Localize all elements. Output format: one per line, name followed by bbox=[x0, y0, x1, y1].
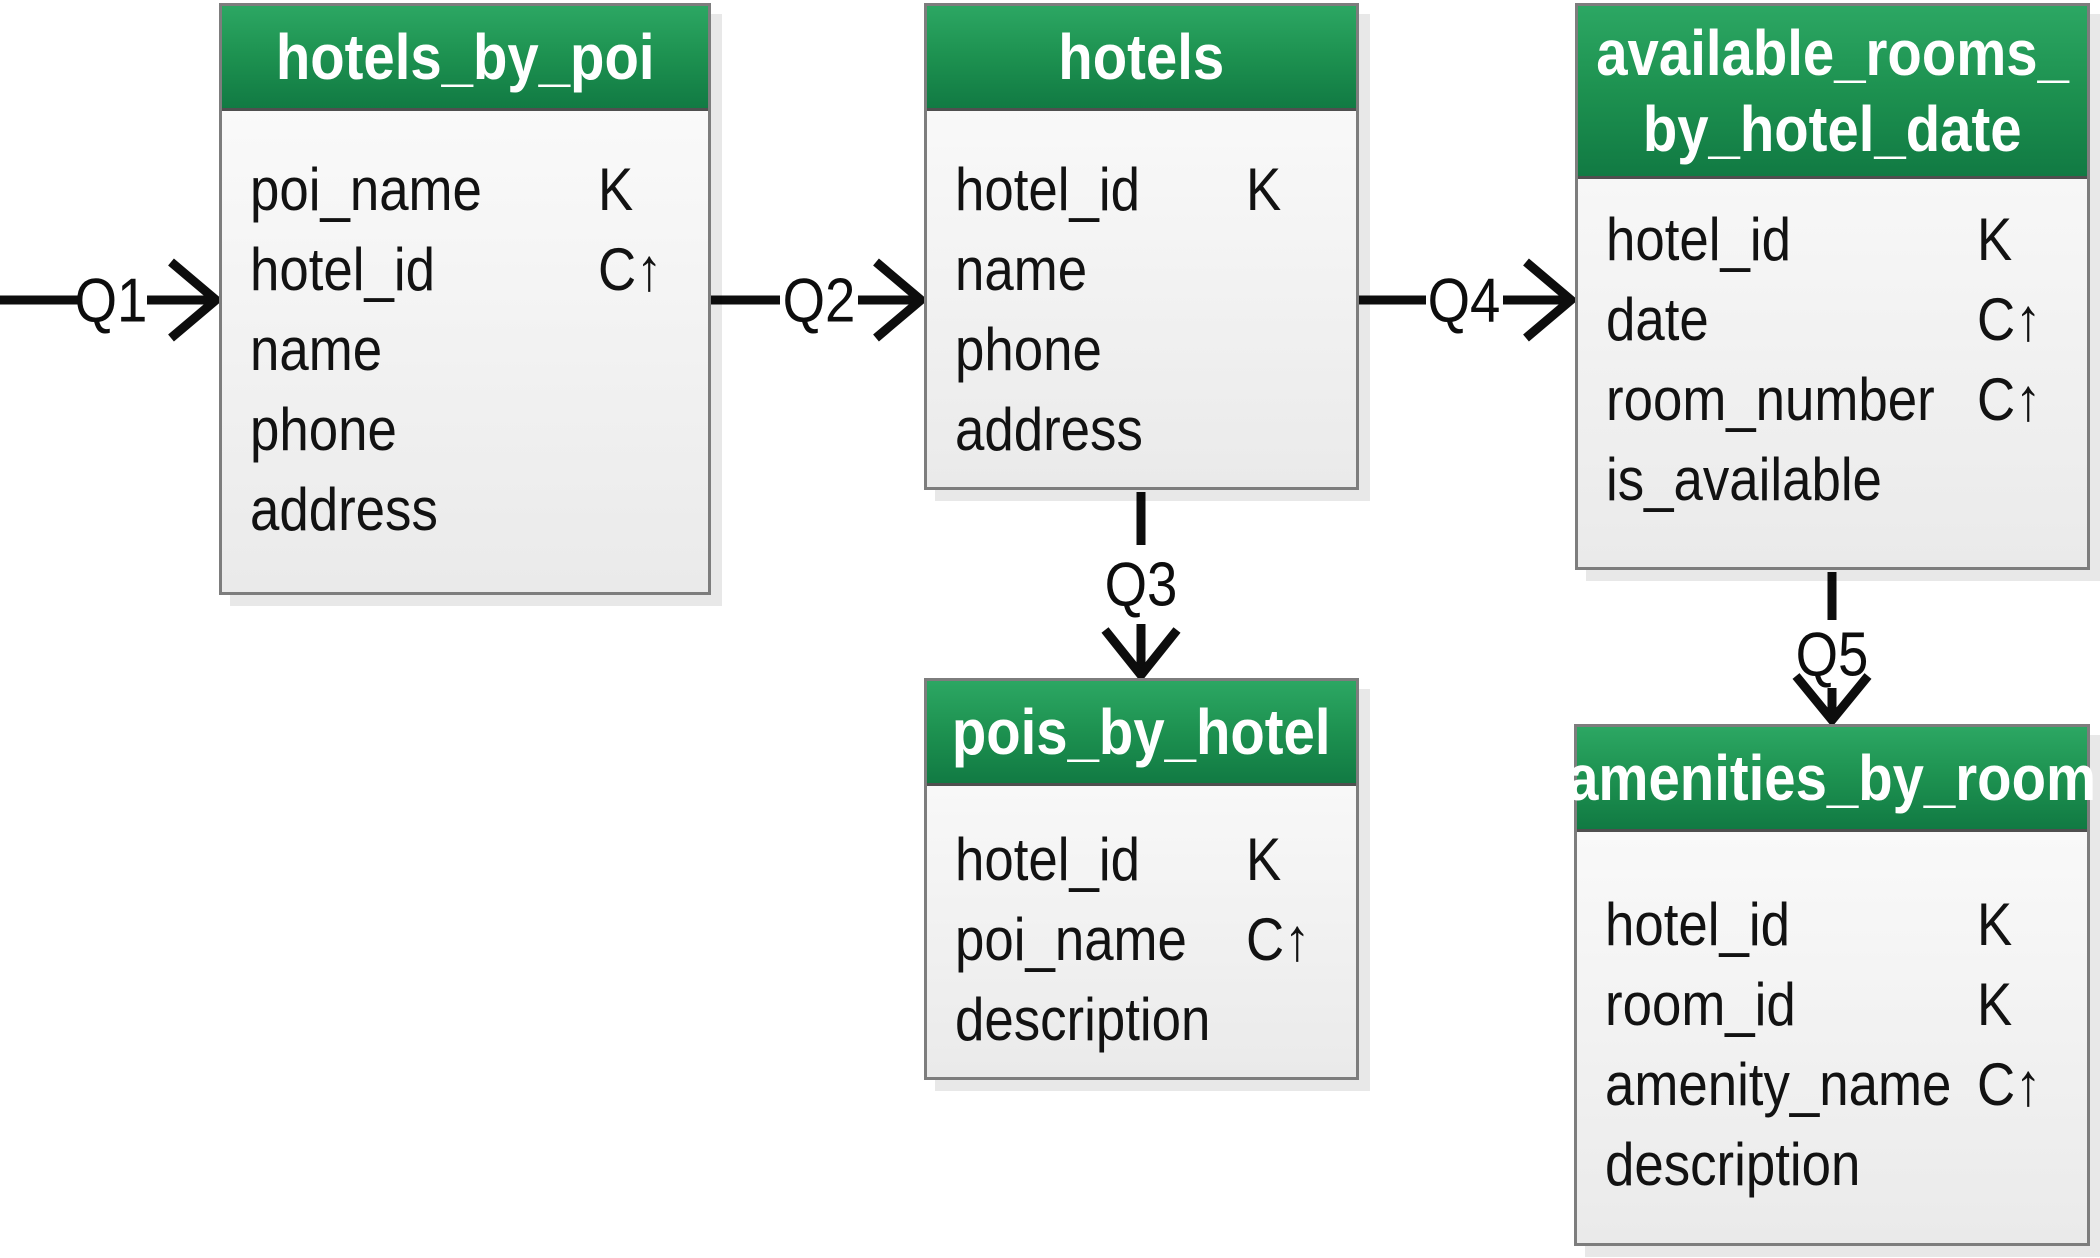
field-row: hotel_id C↑ bbox=[250, 229, 708, 309]
field-name: poi_name bbox=[250, 155, 482, 223]
field-row: poi_name K bbox=[250, 149, 708, 229]
table-header: hotels_by_poi bbox=[222, 6, 708, 111]
field-row: hotel_id K bbox=[955, 819, 1356, 899]
q3-arrowhead bbox=[1101, 627, 1181, 683]
table-hotels-by-poi: hotels_by_poi poi_name K hotel_id C↑ nam… bbox=[219, 3, 711, 595]
table-body: hotel_id K room_id K amenity_name C↑ des… bbox=[1577, 832, 2087, 1204]
field-name: date bbox=[1606, 285, 1709, 353]
q1-arrowhead bbox=[168, 258, 223, 342]
table-body: hotel_id K date C↑ room_number C↑ is_ava… bbox=[1578, 179, 2087, 519]
field-row: description bbox=[1605, 1124, 2087, 1204]
table-header: amenities_by_room bbox=[1568, 727, 2096, 832]
field-row: description bbox=[955, 979, 1356, 1059]
field-row: is_available bbox=[1606, 439, 2087, 519]
field-key-marker: C↑ bbox=[598, 235, 663, 303]
field-key-marker: K bbox=[1977, 970, 2013, 1038]
query-label-q4: Q4 bbox=[1427, 266, 1501, 336]
field-name: room_id bbox=[1605, 970, 1796, 1038]
table-body: hotel_id K poi_name C↑ description bbox=[927, 786, 1356, 1059]
field-name: address bbox=[955, 395, 1143, 463]
field-name: phone bbox=[955, 315, 1102, 383]
field-name: poi_name bbox=[955, 905, 1187, 973]
field-key-marker: K bbox=[598, 155, 634, 223]
field-key-marker: C↑ bbox=[1977, 285, 2042, 353]
field-row: name bbox=[955, 229, 1356, 309]
field-name: hotel_id bbox=[1606, 205, 1791, 273]
field-name: hotel_id bbox=[250, 235, 435, 303]
field-key-marker: C↑ bbox=[1977, 365, 2042, 433]
table-title: hotels_by_poi bbox=[275, 21, 655, 93]
field-name: hotel_id bbox=[955, 155, 1140, 223]
field-name: is_available bbox=[1606, 445, 1882, 513]
field-name: description bbox=[1605, 1130, 1861, 1198]
field-name: hotel_id bbox=[1605, 890, 1790, 958]
field-name: name bbox=[955, 235, 1088, 303]
table-hotels: hotels hotel_id K name phone address bbox=[924, 3, 1359, 490]
field-name: name bbox=[250, 315, 383, 383]
field-row: hotel_id K bbox=[1606, 199, 2087, 279]
field-row: hotel_id K bbox=[955, 149, 1356, 229]
field-row: name bbox=[250, 309, 708, 389]
q4-arrowhead bbox=[1523, 258, 1578, 342]
field-key-marker: K bbox=[1246, 155, 1282, 223]
table-header: hotels bbox=[927, 6, 1356, 111]
field-row: hotel_id K bbox=[1605, 884, 2087, 964]
field-name: address bbox=[250, 475, 438, 543]
query-label-q5: Q5 bbox=[1795, 620, 1869, 690]
field-name: room_number bbox=[1606, 365, 1935, 433]
field-key-marker: K bbox=[1977, 890, 2013, 958]
field-row: address bbox=[955, 389, 1356, 469]
field-key-marker: K bbox=[1977, 205, 2013, 273]
table-title: pois_by_hotel bbox=[952, 696, 1331, 768]
field-row: poi_name C↑ bbox=[955, 899, 1356, 979]
field-key-marker: C↑ bbox=[1977, 1050, 2042, 1118]
table-pois-by-hotel: pois_by_hotel hotel_id K poi_name C↑ des… bbox=[924, 678, 1359, 1080]
field-name: hotel_id bbox=[955, 825, 1140, 893]
table-title-line-2: by_hotel_date bbox=[1643, 93, 2022, 165]
query-label-q2: Q2 bbox=[782, 266, 856, 336]
field-key-marker: K bbox=[1246, 825, 1282, 893]
query-label-q1: Q1 bbox=[74, 266, 148, 336]
field-row: room_id K bbox=[1605, 964, 2087, 1044]
field-row: date C↑ bbox=[1606, 279, 2087, 359]
table-available-rooms-by-hotel-date: available_rooms_ by_hotel_date hotel_id … bbox=[1575, 3, 2090, 570]
table-title-line-1: available_rooms_ bbox=[1596, 17, 2069, 89]
table-amenities-by-room: amenities_by_room hotel_id K room_id K a… bbox=[1568, 724, 2096, 1246]
field-name: description bbox=[955, 985, 1211, 1053]
field-row: phone bbox=[250, 389, 708, 469]
table-header: available_rooms_ by_hotel_date bbox=[1578, 6, 2087, 179]
table-title: amenities_by_room bbox=[1567, 742, 2097, 814]
field-row: amenity_name C↑ bbox=[1605, 1044, 2087, 1124]
table-header: pois_by_hotel bbox=[927, 681, 1356, 786]
query-label-q3: Q3 bbox=[1104, 550, 1178, 620]
field-row: phone bbox=[955, 309, 1356, 389]
table-title: hotels bbox=[1058, 21, 1225, 93]
q2-arrowhead bbox=[873, 258, 928, 342]
field-row: room_number C↑ bbox=[1606, 359, 2087, 439]
field-key-marker: C↑ bbox=[1246, 905, 1311, 973]
field-row: address bbox=[250, 469, 708, 549]
field-name: amenity_name bbox=[1605, 1050, 1952, 1118]
table-body: poi_name K hotel_id C↑ name phone addres… bbox=[222, 111, 708, 549]
table-body: hotel_id K name phone address bbox=[927, 111, 1356, 469]
field-name: phone bbox=[250, 395, 397, 463]
